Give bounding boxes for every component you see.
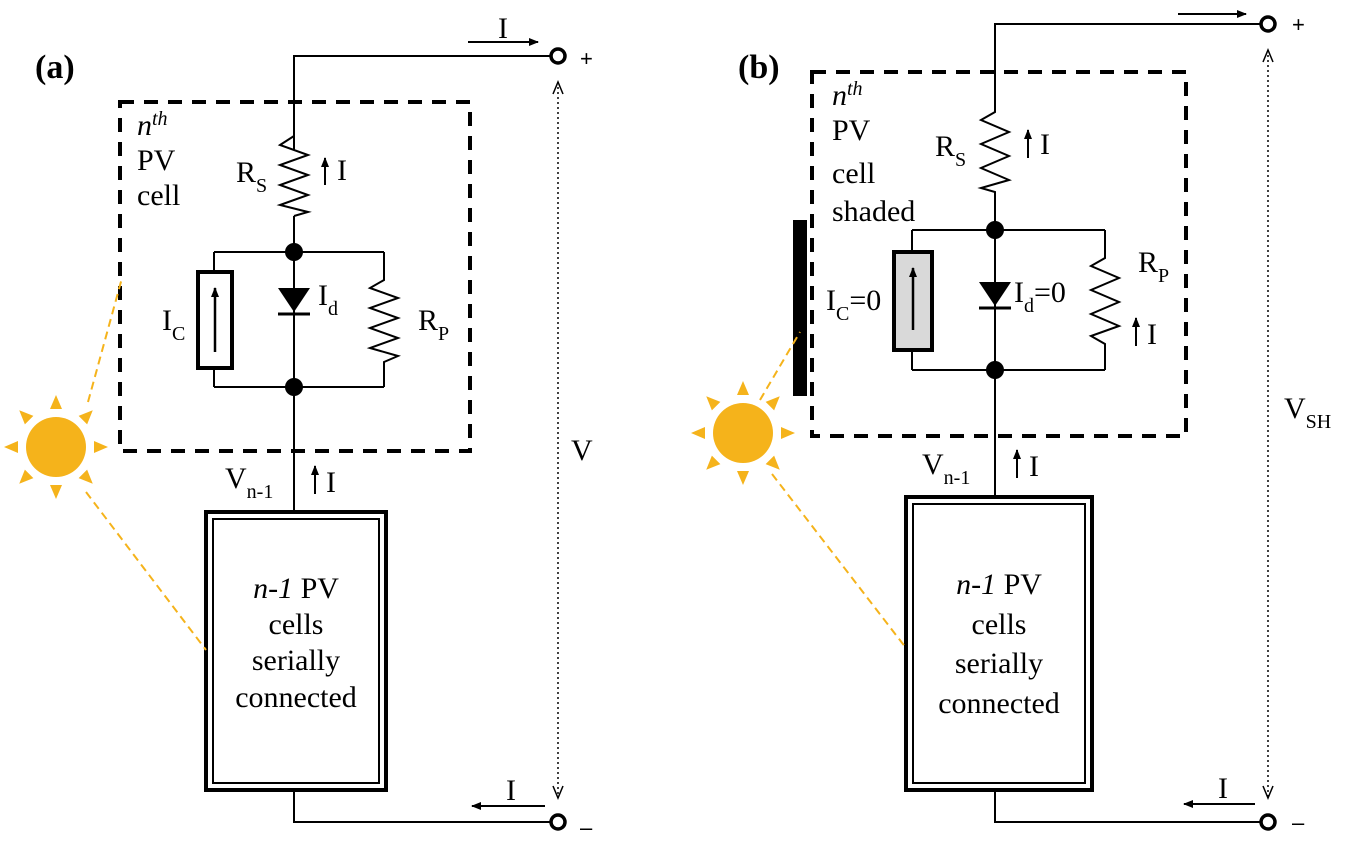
n1-box-a-line3: serially [252, 644, 340, 677]
top-wire-a [293, 55, 552, 150]
rs-current-label-b: I [1040, 128, 1050, 161]
n1-box-a-line4: connected [235, 681, 357, 714]
cell-label-b-1: nth [832, 78, 863, 112]
sun-icon-a [4, 395, 108, 499]
voltage-arrow-bottom-a [552, 785, 564, 800]
cell-label-a-3: cell [137, 179, 180, 212]
ic-label-a: IC [162, 304, 185, 345]
diode-a [278, 288, 310, 312]
cell-label-b-2: PV [832, 114, 871, 147]
cell-boundary-b [810, 70, 1188, 438]
node-top-a [285, 243, 303, 261]
plus-label-b: + [1292, 12, 1305, 37]
rp-label-a: RP [418, 304, 449, 345]
n1-box-a-line2: cells [269, 608, 324, 641]
n1-box-b-line1: n-1 PV [956, 568, 1042, 601]
rs-resistor-b [977, 104, 1012, 196]
top-current-label-a: I [498, 12, 508, 45]
vn1-current-label-b: I [1029, 450, 1039, 483]
top-wire-b [994, 23, 1262, 104]
rs-label-a: RS [236, 156, 267, 197]
node-top-b [986, 221, 1004, 239]
plus-label-a: + [580, 46, 593, 71]
minus-label-a: – [580, 815, 593, 840]
rp-current-label-b: I [1147, 318, 1157, 351]
bottom-wire-b [994, 790, 1262, 823]
id-label-b: Id=0 [1014, 276, 1066, 317]
rs-label-b: RS [935, 130, 966, 171]
panel-a: (a) nth PV cell RS I IC Id [4, 12, 593, 840]
voltage-arrow-bottom-b [1262, 785, 1274, 800]
n1-box-b-outer [904, 495, 1094, 792]
voltage-arrow-top-b [1262, 48, 1274, 63]
n1-box-b-line3: serially [955, 647, 1043, 680]
light-ray-b-2 [771, 473, 907, 649]
n1-box-a-inner [212, 518, 380, 784]
cell-label-a-1: nth [137, 108, 168, 142]
panel-b-label: (b) [738, 49, 780, 86]
panel-b: (b) nth PV cell shaded RS [691, 10, 1331, 835]
voltage-label-b: VSH [1284, 392, 1331, 433]
rp-label-b: RP [1138, 246, 1169, 287]
rp-resistor-a [366, 272, 401, 368]
n1-box-b-inner [912, 503, 1086, 784]
bottom-wire-a [293, 790, 552, 823]
bottom-current-label-b: I [1218, 772, 1228, 805]
rp-resistor-b [1088, 252, 1122, 350]
vn1-current-label-a: I [326, 466, 336, 499]
light-ray-a-2 [85, 491, 207, 651]
n1-box-b-line4: connected [938, 687, 1060, 720]
sun-icon-b [691, 381, 795, 485]
node-bottom-b [986, 361, 1004, 379]
voltage-arrow-top-a [552, 80, 564, 95]
n1-box-a-line1: n-1 PV [253, 572, 339, 605]
light-ray-b-1 [759, 331, 801, 401]
n1-box-b-line2: cells [972, 608, 1027, 641]
terminal-plus-a [549, 47, 567, 65]
diode-b [979, 282, 1011, 306]
ic-label-b: IC=0 [826, 284, 881, 325]
node-bottom-a [285, 378, 303, 396]
cell-label-b-3: cell [832, 157, 875, 190]
vn1-label-b: Vn-1 [922, 448, 970, 489]
shade-bar-b [793, 220, 807, 396]
minus-label-b: – [1292, 810, 1305, 835]
vn1-label-a: Vn-1 [225, 462, 273, 503]
rs-current-label-a: I [337, 154, 347, 187]
terminal-plus-b [1259, 15, 1277, 33]
terminal-minus-a [549, 813, 567, 831]
bottom-current-label-a: I [506, 774, 516, 807]
light-ray-a-1 [87, 277, 123, 403]
cell-label-a-2: PV [137, 144, 176, 177]
n1-box-a-outer [204, 510, 388, 792]
voltage-label-a: V [571, 434, 593, 467]
id-label-a: Id [318, 279, 338, 320]
panel-a-label: (a) [35, 49, 75, 86]
rs-resistor-a [276, 134, 312, 217]
terminal-minus-b [1259, 813, 1277, 831]
cell-label-b-4: shaded [832, 195, 915, 228]
